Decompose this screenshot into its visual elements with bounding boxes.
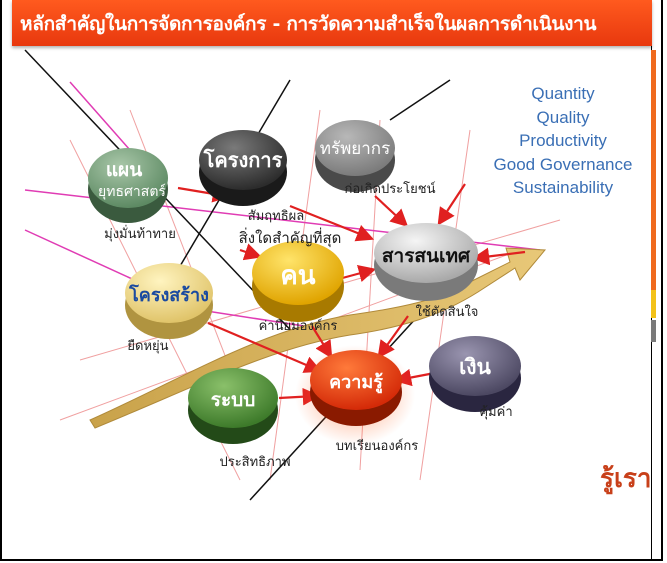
node-resource	[315, 120, 395, 192]
measure-item: Good Governance	[493, 154, 633, 174]
money-label: เงิน	[459, 355, 491, 379]
plan-sub-label: ยุทธศาสตร์	[98, 183, 166, 200]
node-structure	[125, 263, 213, 339]
knowledge-caption: บทเรียนองค์กร	[336, 438, 418, 454]
accent-bar-gray	[651, 320, 656, 342]
accent-bar-yellow	[651, 290, 656, 318]
structure-label: โครงสร้าง	[128, 284, 209, 306]
people-note: สิ่งใดสำคัญที่สุด	[239, 227, 342, 248]
accent-bar-orange	[651, 50, 656, 290]
measure-item: Quantity	[531, 84, 595, 103]
system-caption: ประสิทธิภาพ	[219, 455, 290, 470]
node-system	[188, 368, 278, 444]
resource-label: ทรัพยากร	[320, 139, 390, 159]
measure-item: Quality	[536, 107, 590, 127]
measure-item: Sustainability	[512, 178, 614, 197]
up-arrow-icon	[89, 247, 547, 429]
people-label: คน	[280, 261, 315, 291]
money-caption: คุ้มค่า	[479, 405, 512, 420]
node-knowledge	[310, 350, 402, 426]
structure-caption: ยืดหยุ่น	[127, 338, 169, 354]
measure-item: Productivity	[519, 131, 607, 150]
information-caption: ใช้ตัดสินใจ	[416, 304, 479, 320]
plan-caption: มุ่งมั่นท้าทาย	[104, 225, 176, 242]
knowledge-label: ความรู้	[329, 372, 383, 394]
logo: รู้เรา	[600, 464, 652, 494]
resource-caption: ก่อเกิดประโยชน์	[345, 181, 436, 197]
node-information	[374, 223, 478, 301]
system-label: ระบบ	[211, 389, 256, 411]
project-caption: สัมฤทธิผล	[248, 209, 304, 224]
node-money	[429, 336, 521, 412]
people-caption: ค่านิยมองค์กร	[259, 318, 338, 334]
node-project	[199, 130, 287, 206]
node-plan	[88, 148, 168, 223]
project-label: โครงการ	[203, 148, 283, 172]
information-label: สารสนเทศ	[382, 245, 471, 267]
title-banner: หลักสำคัญในการจัดการองค์กร - การวัดความส…	[12, 0, 652, 46]
plan-label: แผน	[106, 159, 142, 181]
measures-list: Quantity Quality Productivity Good Gover…	[478, 82, 648, 200]
node-people	[252, 241, 344, 322]
page-title: หลักสำคัญในการจัดการองค์กร - การวัดความส…	[20, 13, 597, 35]
